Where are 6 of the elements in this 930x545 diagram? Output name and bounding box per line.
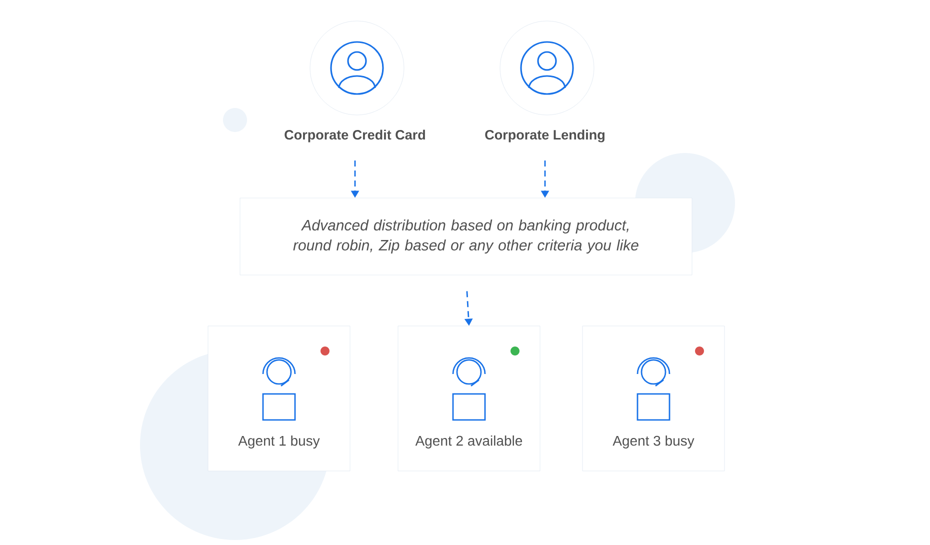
- agent-card: Agent 2 available: [398, 326, 540, 472]
- heading: Corporate Lending: [485, 130, 604, 142]
- distribution-box: Advanced distribution based on banking product, round robin, Zip based or any other criteria you like: [240, 198, 692, 276]
- agent-card: Agent 1 busy: [208, 326, 350, 472]
- heading: Corporate Credit Card: [284, 130, 425, 142]
- agent-card: Agent 3 busy: [582, 326, 725, 472]
